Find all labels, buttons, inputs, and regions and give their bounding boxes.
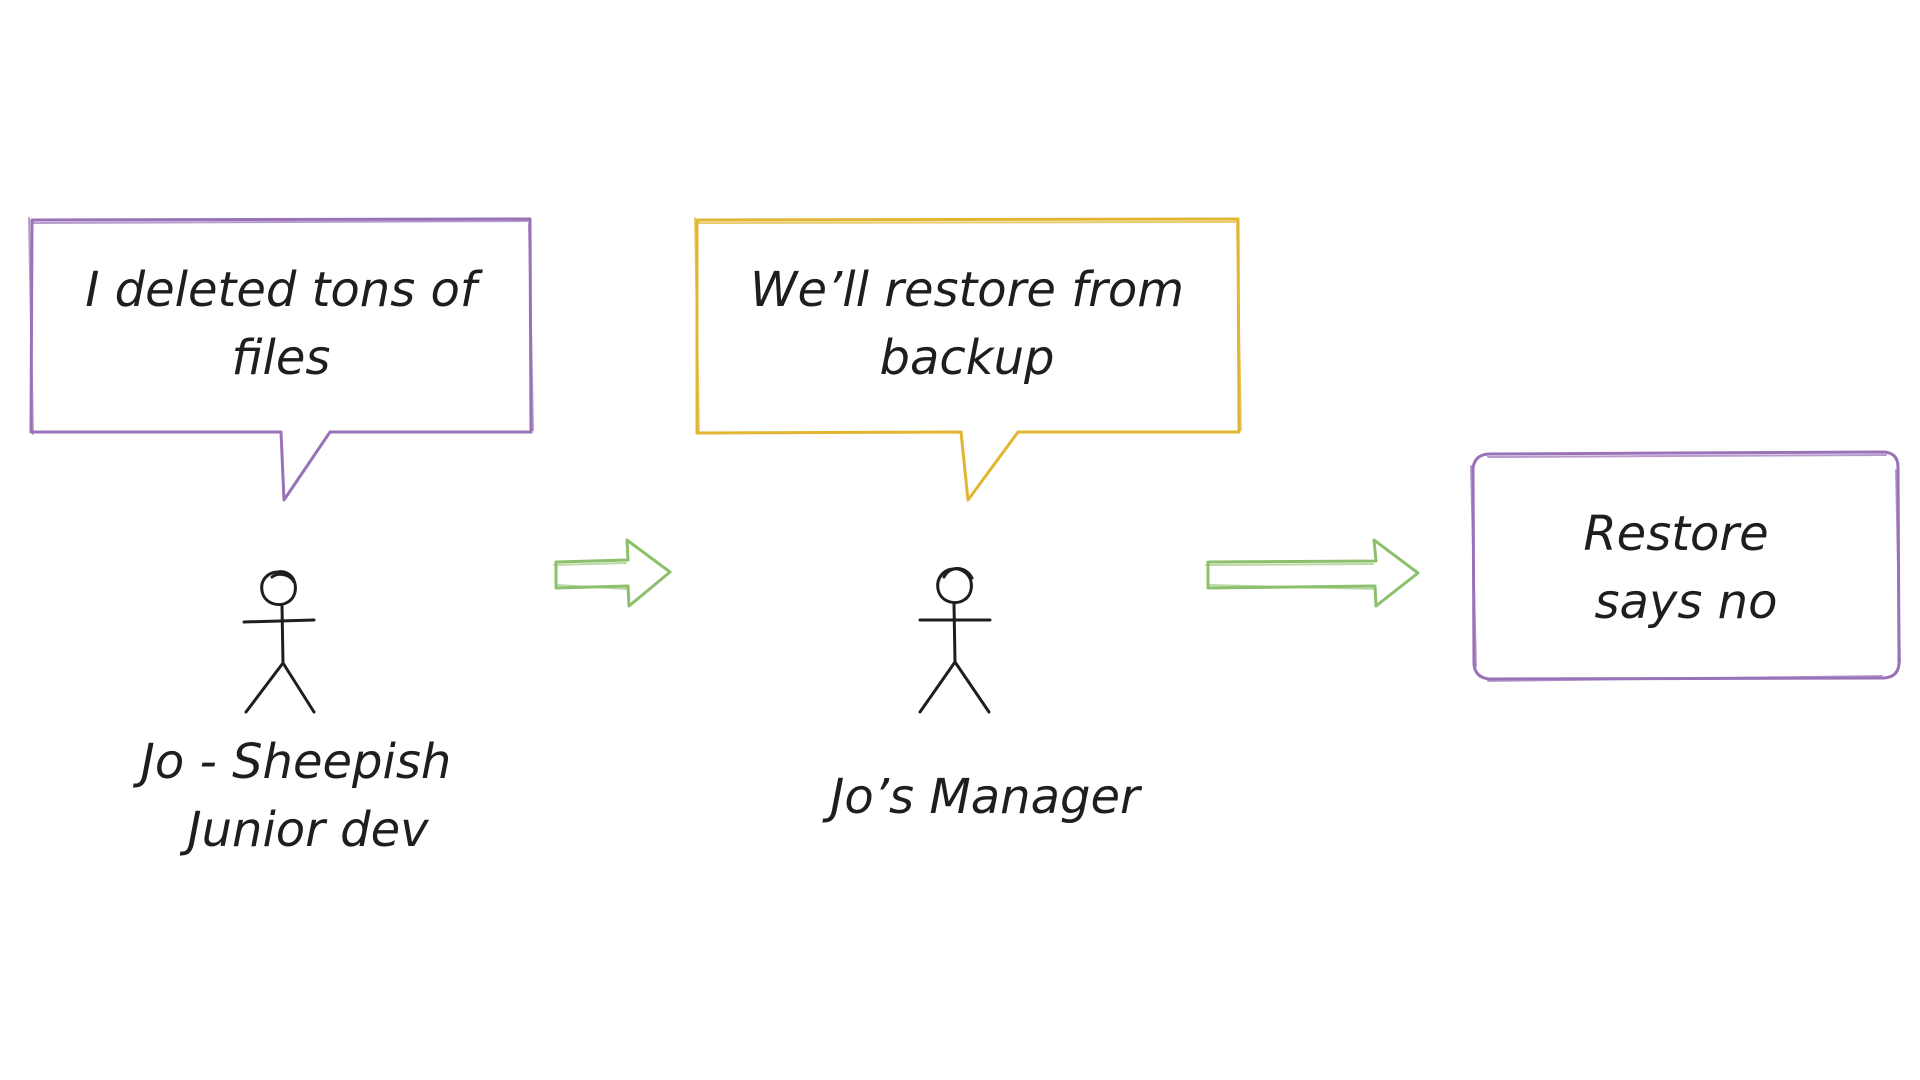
result-box-line1: Restore	[1583, 506, 1768, 562]
speech-bubble-junior[interactable]: I deleted tons of files	[28, 217, 534, 502]
manager-label-line1: Jo’s Manager	[822, 769, 1143, 825]
result-box[interactable]: Restore says no	[1470, 450, 1901, 682]
speech-bubble-junior-line1: I deleted tons of	[85, 262, 483, 318]
speech-bubble-manager-line2: backup	[880, 330, 1055, 386]
stick-figure-icon	[242, 570, 316, 714]
right-arrow-icon	[553, 538, 672, 608]
junior-label: Jo - Sheepish Junior dev	[133, 734, 452, 858]
right-arrow-icon	[1205, 538, 1420, 608]
manager-label: Jo’s Manager	[822, 769, 1143, 825]
junior-label-line2: Junior dev	[179, 802, 429, 858]
speech-bubble-manager-line1: We’ll restore from	[750, 262, 1184, 318]
junior-label-line1: Jo - Sheepish	[133, 734, 452, 790]
speech-bubble-manager[interactable]: We’ll restore from backup	[694, 217, 1242, 502]
result-box-line2: says no	[1595, 574, 1778, 630]
stick-figure-icon	[918, 567, 992, 714]
speech-bubble-junior-line2: files	[232, 330, 331, 386]
